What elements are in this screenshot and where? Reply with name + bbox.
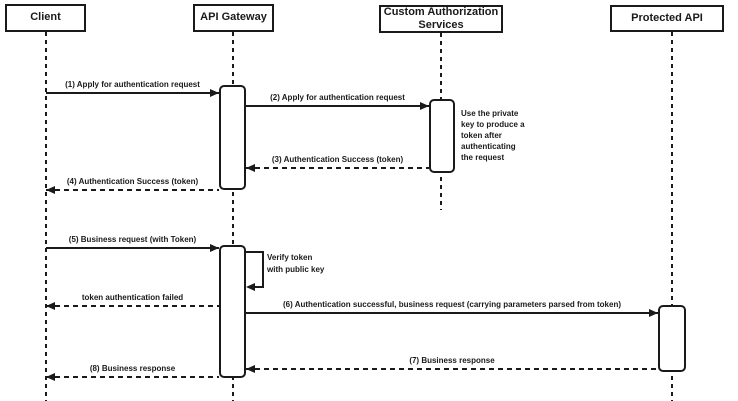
message-line-msg-8 xyxy=(46,376,219,378)
note-line: key to produce a xyxy=(461,120,525,129)
message-label-msg-6: (6) Authentication successful, business … xyxy=(282,300,622,309)
arrowhead-msg-5 xyxy=(210,244,219,252)
lifeline-protected-api xyxy=(671,32,673,401)
actor-label-api-gateway: API Gateway xyxy=(200,11,267,24)
lifeline-api-gateway xyxy=(232,32,234,401)
note-line: Use the private xyxy=(461,109,519,118)
arrowhead-msg-8 xyxy=(46,373,55,381)
self-message-line-right-verify-token xyxy=(262,251,264,288)
lifeline-client xyxy=(45,32,47,401)
message-label-msg-1: (1) Apply for authentication request xyxy=(65,80,200,89)
arrowhead-msg-1 xyxy=(210,89,219,97)
message-line-msg-7 xyxy=(246,368,658,370)
message-line-msg-2 xyxy=(246,105,429,107)
message-label-msg-3: (3) Authentication Success (token) xyxy=(271,155,404,164)
message-line-msg-token-failed xyxy=(46,305,219,307)
actor-box-client: Client xyxy=(5,4,86,32)
message-label-msg-5: (5) Business request (with Token) xyxy=(68,235,197,244)
arrowhead-msg-4 xyxy=(46,186,55,194)
self-message-line-top-verify-token xyxy=(246,251,264,253)
actor-box-api-gateway: API Gateway xyxy=(193,4,274,32)
actor-label-protected-api: Protected API xyxy=(631,11,703,24)
message-label-msg-7: (7) Business response xyxy=(409,356,495,365)
actor-box-protected-api: Protected API xyxy=(610,5,724,32)
actor-label-custom-authorization-services: Custom Authorization Services xyxy=(383,5,499,31)
activation-api-gateway-authentication xyxy=(219,85,246,190)
arrowhead-self-message-verify-token xyxy=(246,283,255,291)
message-line-msg-6 xyxy=(246,312,658,314)
activation-api-gateway-business xyxy=(219,245,246,378)
self-message-label-line: Verify token xyxy=(267,253,313,262)
arrowhead-msg-7 xyxy=(246,365,255,373)
note-private-key-note: Use the private key to produce a token aft… xyxy=(461,108,525,163)
actor-box-custom-authorization-services: Custom Authorization Services xyxy=(379,5,503,33)
arrowhead-msg-3 xyxy=(246,164,255,172)
self-message-label-line: with public key xyxy=(267,265,325,274)
note-line: authenticating xyxy=(461,142,516,151)
arrowhead-msg-6 xyxy=(649,309,658,317)
message-line-msg-1 xyxy=(46,92,219,94)
message-label-msg-8: (8) Business response xyxy=(89,364,176,373)
note-line: token after xyxy=(461,131,502,140)
self-message-label-verify-token: Verify token with public key xyxy=(267,252,324,276)
arrowhead-msg-2 xyxy=(420,102,429,110)
message-line-msg-5 xyxy=(46,247,219,249)
actor-label-client: Client xyxy=(30,11,61,24)
arrowhead-msg-token-failed xyxy=(46,302,55,310)
message-line-msg-3 xyxy=(246,167,429,169)
message-label-msg-4: (4) Authentication Success (token) xyxy=(66,177,199,186)
note-line: the request xyxy=(461,153,505,162)
message-label-msg-2: (2) Apply for authentication request xyxy=(270,93,405,102)
activation-custom-auth-token-issue xyxy=(429,99,455,173)
activation-protected-api-business xyxy=(658,305,686,372)
message-line-msg-4 xyxy=(46,189,219,191)
self-message-line-bottom-verify-token xyxy=(253,286,264,288)
message-label-msg-token-failed: token authentication failed xyxy=(81,293,184,302)
